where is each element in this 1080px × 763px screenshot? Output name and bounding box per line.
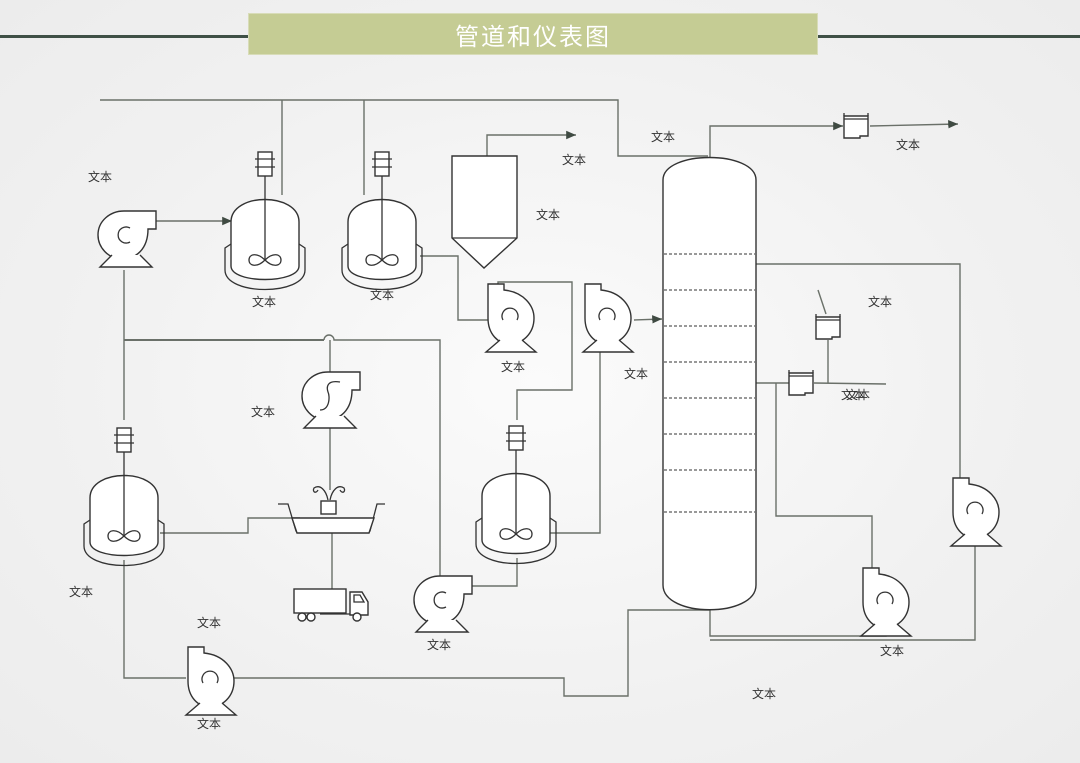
label-silo-pump: 文本: [501, 359, 525, 374]
pipe-pump-column: [633, 315, 663, 324]
silo-pump[interactable]: [485, 283, 537, 353]
label-feed-pump: 文本: [88, 169, 112, 184]
pipe-bottom-return: [234, 609, 710, 697]
label-bottom-pump-left-upper: 文本: [197, 615, 221, 630]
labels: 文本 文本 文本 文本 文本 文本 文本 文本 文本 文本 文本 文本 文本 文…: [69, 129, 920, 731]
reactor-1[interactable]: [224, 151, 306, 291]
title-rule-left: [0, 35, 250, 38]
side-meter-2[interactable]: [815, 313, 841, 340]
bottom-pump-right[interactable]: [950, 477, 1002, 547]
reactor-4-pump[interactable]: [413, 575, 473, 633]
pipe-column-bottom-pump: [709, 608, 887, 637]
label-reactor-2: 文本: [370, 287, 394, 302]
page-title: 管道和仪表图: [248, 13, 818, 55]
label-vacuum-pump: 文本: [251, 404, 275, 419]
truck-icon: [293, 588, 369, 622]
label-reactor-1: 文本: [252, 294, 276, 309]
pipes: [100, 99, 976, 697]
pipe-silo-out: [486, 130, 576, 156]
pipe-side-meter2-top: [817, 289, 827, 315]
label-column-top-feed: 文本: [651, 129, 675, 144]
side-meter-1[interactable]: [788, 369, 814, 396]
pipe-reactor3-pump: [123, 560, 186, 679]
pipe-reactor4-pump: [472, 558, 518, 587]
reactor-2[interactable]: [341, 151, 423, 291]
pipe-bottom-right: [710, 540, 976, 641]
column-feed-pump[interactable]: [582, 283, 634, 353]
pipe-reactor2-pump: [420, 255, 488, 321]
label-silo-outlet: 文本: [562, 152, 586, 167]
title-rule-right: [818, 35, 1080, 38]
label-silo: 文本: [536, 207, 560, 222]
bottom-pump-left[interactable]: [185, 646, 237, 716]
vacuum-pump[interactable]: [301, 371, 361, 429]
pipe-reactor3-basin: [160, 517, 300, 534]
label-side-stream-a: 文本: [841, 387, 865, 402]
bottom-pump-mid[interactable]: [860, 567, 912, 637]
pipe-overhead: [709, 121, 843, 158]
pipe-mid-header-right: [323, 334, 441, 595]
label-bottom-pump-left: 文本: [197, 716, 221, 731]
label-bottom-pump-mid: 文本: [880, 643, 904, 658]
pipe-top-header: [100, 99, 708, 157]
fountain-basin[interactable]: [278, 486, 385, 534]
label-column-feed-pump: 文本: [624, 366, 648, 381]
label-bottom-area: 文本: [752, 686, 776, 701]
pipe-column-pump-reactor4: [548, 352, 601, 534]
distillation-column[interactable]: [662, 156, 757, 611]
label-column-overhead: 文本: [896, 137, 920, 152]
label-reactor-3: 文本: [69, 584, 93, 599]
pipe-overhead-out: [869, 120, 959, 129]
reactor-4[interactable]: [475, 425, 557, 565]
feed-pump[interactable]: [97, 210, 157, 268]
pipe-side-pump: [775, 383, 873, 570]
label-side-stream-b: 文本: [846, 387, 870, 402]
pipe-column-side-top: [756, 263, 961, 478]
label-side-instrument: 文本: [868, 294, 892, 309]
overhead-meter[interactable]: [843, 112, 869, 139]
pipe-side-out: [813, 382, 887, 385]
reactor-3[interactable]: [83, 427, 165, 567]
silo[interactable]: [451, 155, 518, 269]
label-reactor-4-pump: 文本: [427, 637, 451, 652]
